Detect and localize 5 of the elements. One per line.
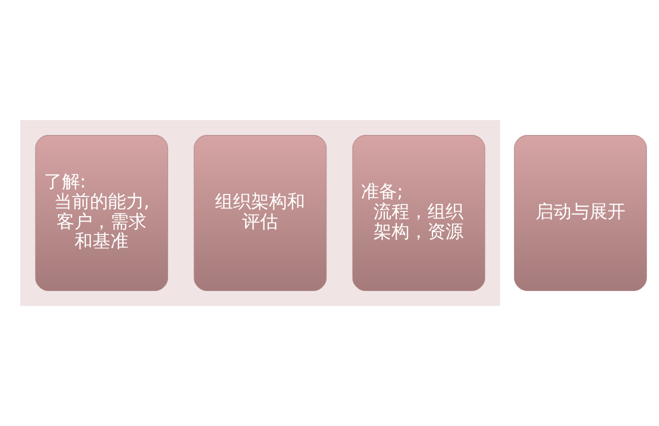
node-box: 组织架构和评估 (194, 135, 327, 291)
node-box: 了解: 当前的能力,客户，需求和基准 (35, 135, 168, 291)
node-box: 启动与展开 (514, 135, 647, 291)
node-box: 准备; 流程，组织架构，资源 (352, 135, 486, 291)
cluster (20, 120, 500, 306)
